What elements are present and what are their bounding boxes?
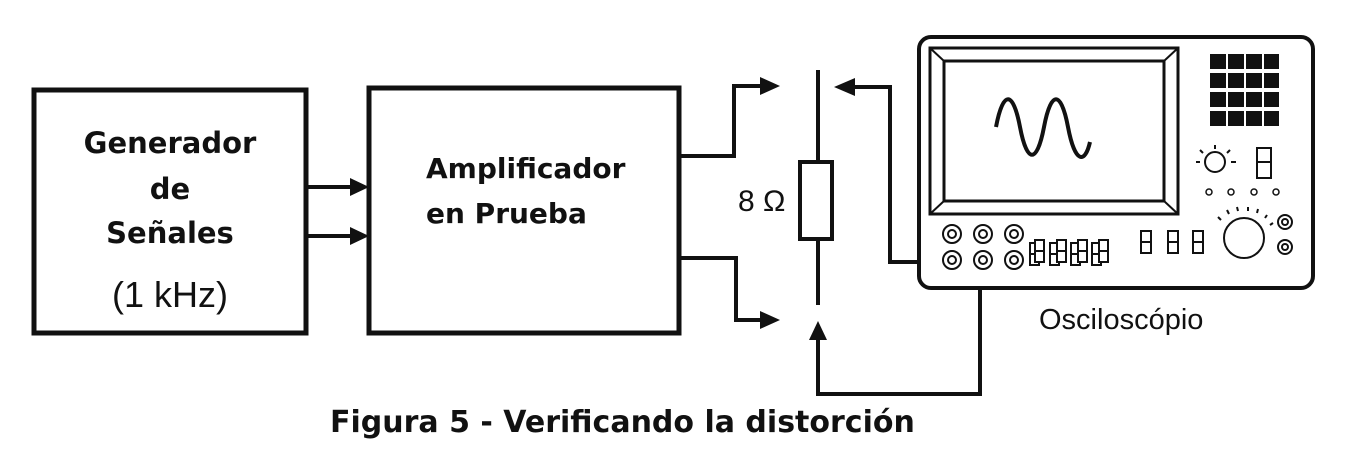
probe-arrow-bottom — [809, 321, 827, 340]
generator-label-line-3: Señales — [106, 216, 234, 250]
amplifier-label-line-2: en Prueba — [426, 197, 587, 230]
side-jacks — [1277, 214, 1293, 255]
generator-frequency: (1 kHz) — [112, 274, 228, 315]
generator-label-line-1: Generador — [83, 126, 257, 160]
oscilloscope-label: Osciloscópio — [1039, 304, 1204, 336]
keypad-grid — [1210, 54, 1279, 126]
amplifier-box — [366, 85, 682, 336]
oscilloscope — [917, 35, 1315, 290]
load-resistor — [798, 70, 834, 305]
lower-output-arrow — [760, 311, 780, 329]
generator-to-amplifier-wires — [306, 178, 369, 245]
amplifier-label-line-1: Amplificador — [426, 152, 626, 185]
probe-arrow-top — [834, 78, 855, 96]
generator-label-line-2: de — [149, 172, 191, 206]
figure-caption: Figura 5 - Verificando la distorción — [330, 405, 915, 440]
input-jacks — [942, 224, 1024, 270]
power-switch — [1256, 147, 1272, 179]
load-resistance-label: 8 Ω — [738, 185, 786, 218]
brightness-knob — [1196, 145, 1236, 173]
sine-trace — [994, 97, 1092, 159]
signal-generator-box — [31, 87, 309, 336]
indicator-dots — [1205, 188, 1280, 196]
oscilloscope-screen — [942, 59, 1166, 203]
mode-switches — [1140, 230, 1204, 254]
channel-switches — [1029, 239, 1109, 266]
amplifier-output-wires — [679, 84, 762, 322]
upper-output-arrow — [760, 77, 780, 95]
timebase-knob — [1217, 206, 1274, 259]
